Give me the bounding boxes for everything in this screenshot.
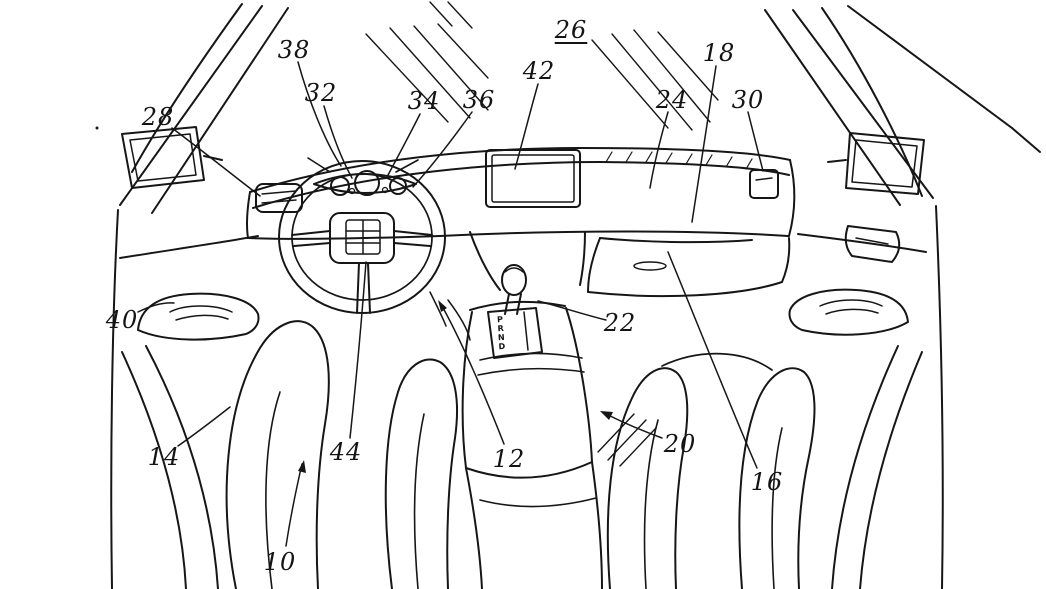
- dashboard: [245, 147, 796, 341]
- arrowhead-20: [600, 411, 613, 420]
- floor-hatching: [597, 413, 657, 467]
- steering-button-pad: [345, 219, 381, 255]
- gear-indicator-text: P R N D: [496, 314, 506, 352]
- glove-box: [587, 237, 791, 298]
- left-air-vent: [255, 183, 303, 213]
- center-console: [461, 307, 657, 589]
- passenger-seat: [606, 352, 816, 589]
- arrowhead-12: [438, 300, 447, 312]
- left-door: [119, 235, 260, 589]
- right-dash-unit: [749, 169, 779, 199]
- gear-shifter: [469, 264, 566, 359]
- windshield-hatching: [365, 1, 719, 131]
- arrowhead-10: [298, 460, 306, 473]
- left-mirror: [121, 126, 223, 189]
- right-mirror: [827, 132, 925, 195]
- leader-lines: [137, 61, 764, 547]
- right-door: [788, 225, 927, 589]
- a-pillars: [95, 3, 1041, 589]
- center-display: [485, 149, 581, 208]
- driver-seat: [225, 320, 458, 589]
